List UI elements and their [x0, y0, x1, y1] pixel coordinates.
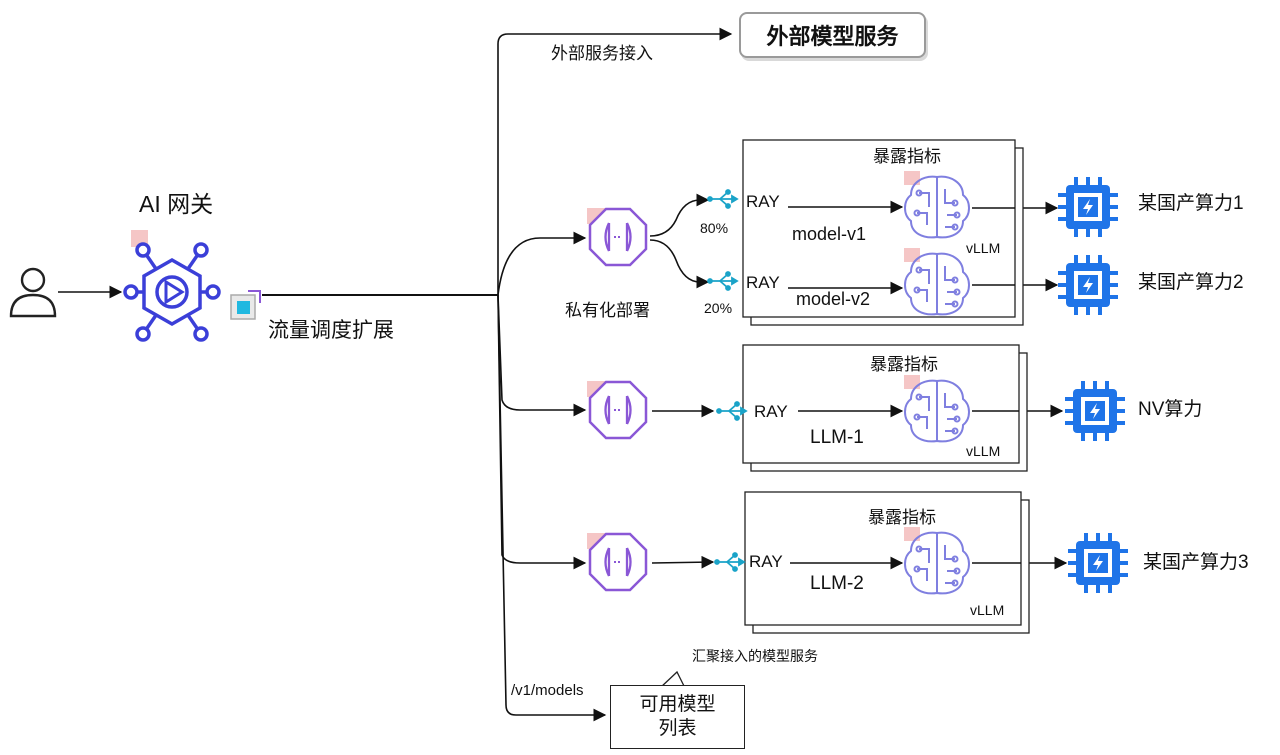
cluster-3-box: [744, 491, 1022, 626]
chip-icon-1: [1058, 177, 1118, 237]
compute-2-label: 某国产算力2: [1138, 272, 1244, 293]
cluster-3-metrics-label: 暴露指标: [868, 508, 936, 527]
cluster-2-box: [742, 344, 1020, 464]
route-1-percent: 80%: [700, 220, 729, 236]
gateway-hub-icon: [123, 230, 221, 342]
available-models-box: 可用模型 列表: [610, 685, 745, 749]
router-icon-1: [587, 207, 648, 267]
edge-split-20: [649, 239, 710, 289]
edge-router-1: [497, 231, 587, 296]
ray-fan-icon-4: [714, 552, 746, 572]
models-endpoint-label: /v1/models: [511, 682, 584, 699]
route-3-ray-label: RAY: [754, 402, 788, 421]
route-4-model: LLM-2: [810, 573, 864, 594]
gateway-title: AI 网关: [139, 191, 214, 217]
ray-fan-icon-1: [707, 189, 739, 209]
brain-icon-1: [904, 171, 970, 239]
external-link-label: 外部服务接入: [551, 44, 653, 63]
route-1-ray-label: RAY: [746, 192, 780, 211]
route-2-percent: 20%: [704, 300, 733, 316]
chip-icon-2: [1058, 255, 1118, 315]
compute-4-label: 某国产算力3: [1143, 552, 1249, 573]
cluster-2-engine-label: vLLM: [966, 443, 1001, 459]
extension-icon: [230, 290, 261, 320]
compute-3-label: NV算力: [1138, 399, 1203, 420]
edge-external: [497, 27, 733, 295]
route-2-model: model-v2: [796, 289, 871, 309]
edge-r3-ray: [651, 555, 715, 569]
cluster-1-metrics-label: 暴露指标: [873, 147, 941, 166]
route-2-ray-label: RAY: [746, 273, 780, 292]
gateway-subtitle: 流量调度扩展: [268, 319, 394, 342]
models-box-line-2: 列表: [658, 718, 697, 739]
edge-split-80: [649, 193, 710, 237]
ray-fan-icon-3: [716, 401, 748, 421]
route-4-ray-label: RAY: [749, 552, 783, 571]
user-icon: [9, 267, 57, 318]
route-1-model: model-v1: [792, 224, 867, 244]
external-box-label: 外部模型服务: [766, 24, 899, 49]
edge-models-list: [497, 294, 607, 722]
cluster-1-engine-label: vLLM: [966, 240, 1001, 256]
compute-1-label: 某国产算力1: [1138, 193, 1244, 214]
router-icon-2: [587, 380, 648, 440]
route-3-model: LLM-1: [810, 427, 864, 448]
router-icon-3: [587, 532, 648, 592]
chip-icon-4: [1068, 533, 1128, 593]
external-model-service-box: 外部模型服务: [739, 12, 926, 58]
edge-router-3: [497, 294, 587, 570]
private-deploy-label: 私有化部署: [565, 301, 650, 320]
edge-router-2: [497, 294, 587, 417]
cluster-2-metrics-label: 暴露指标: [870, 355, 938, 374]
brain-icon-3: [904, 375, 970, 443]
callout-tail-icon: [659, 670, 685, 689]
brain-icon-2: [904, 248, 970, 316]
models-box-line-1: 可用模型: [639, 694, 716, 716]
models-callout-label: 汇聚接入的模型服务: [692, 648, 818, 664]
cluster-3-engine-label: vLLM: [970, 602, 1005, 618]
ray-fan-icon-2: [707, 271, 739, 291]
chip-icon-3: [1065, 381, 1125, 441]
brain-icon-4: [904, 527, 970, 595]
